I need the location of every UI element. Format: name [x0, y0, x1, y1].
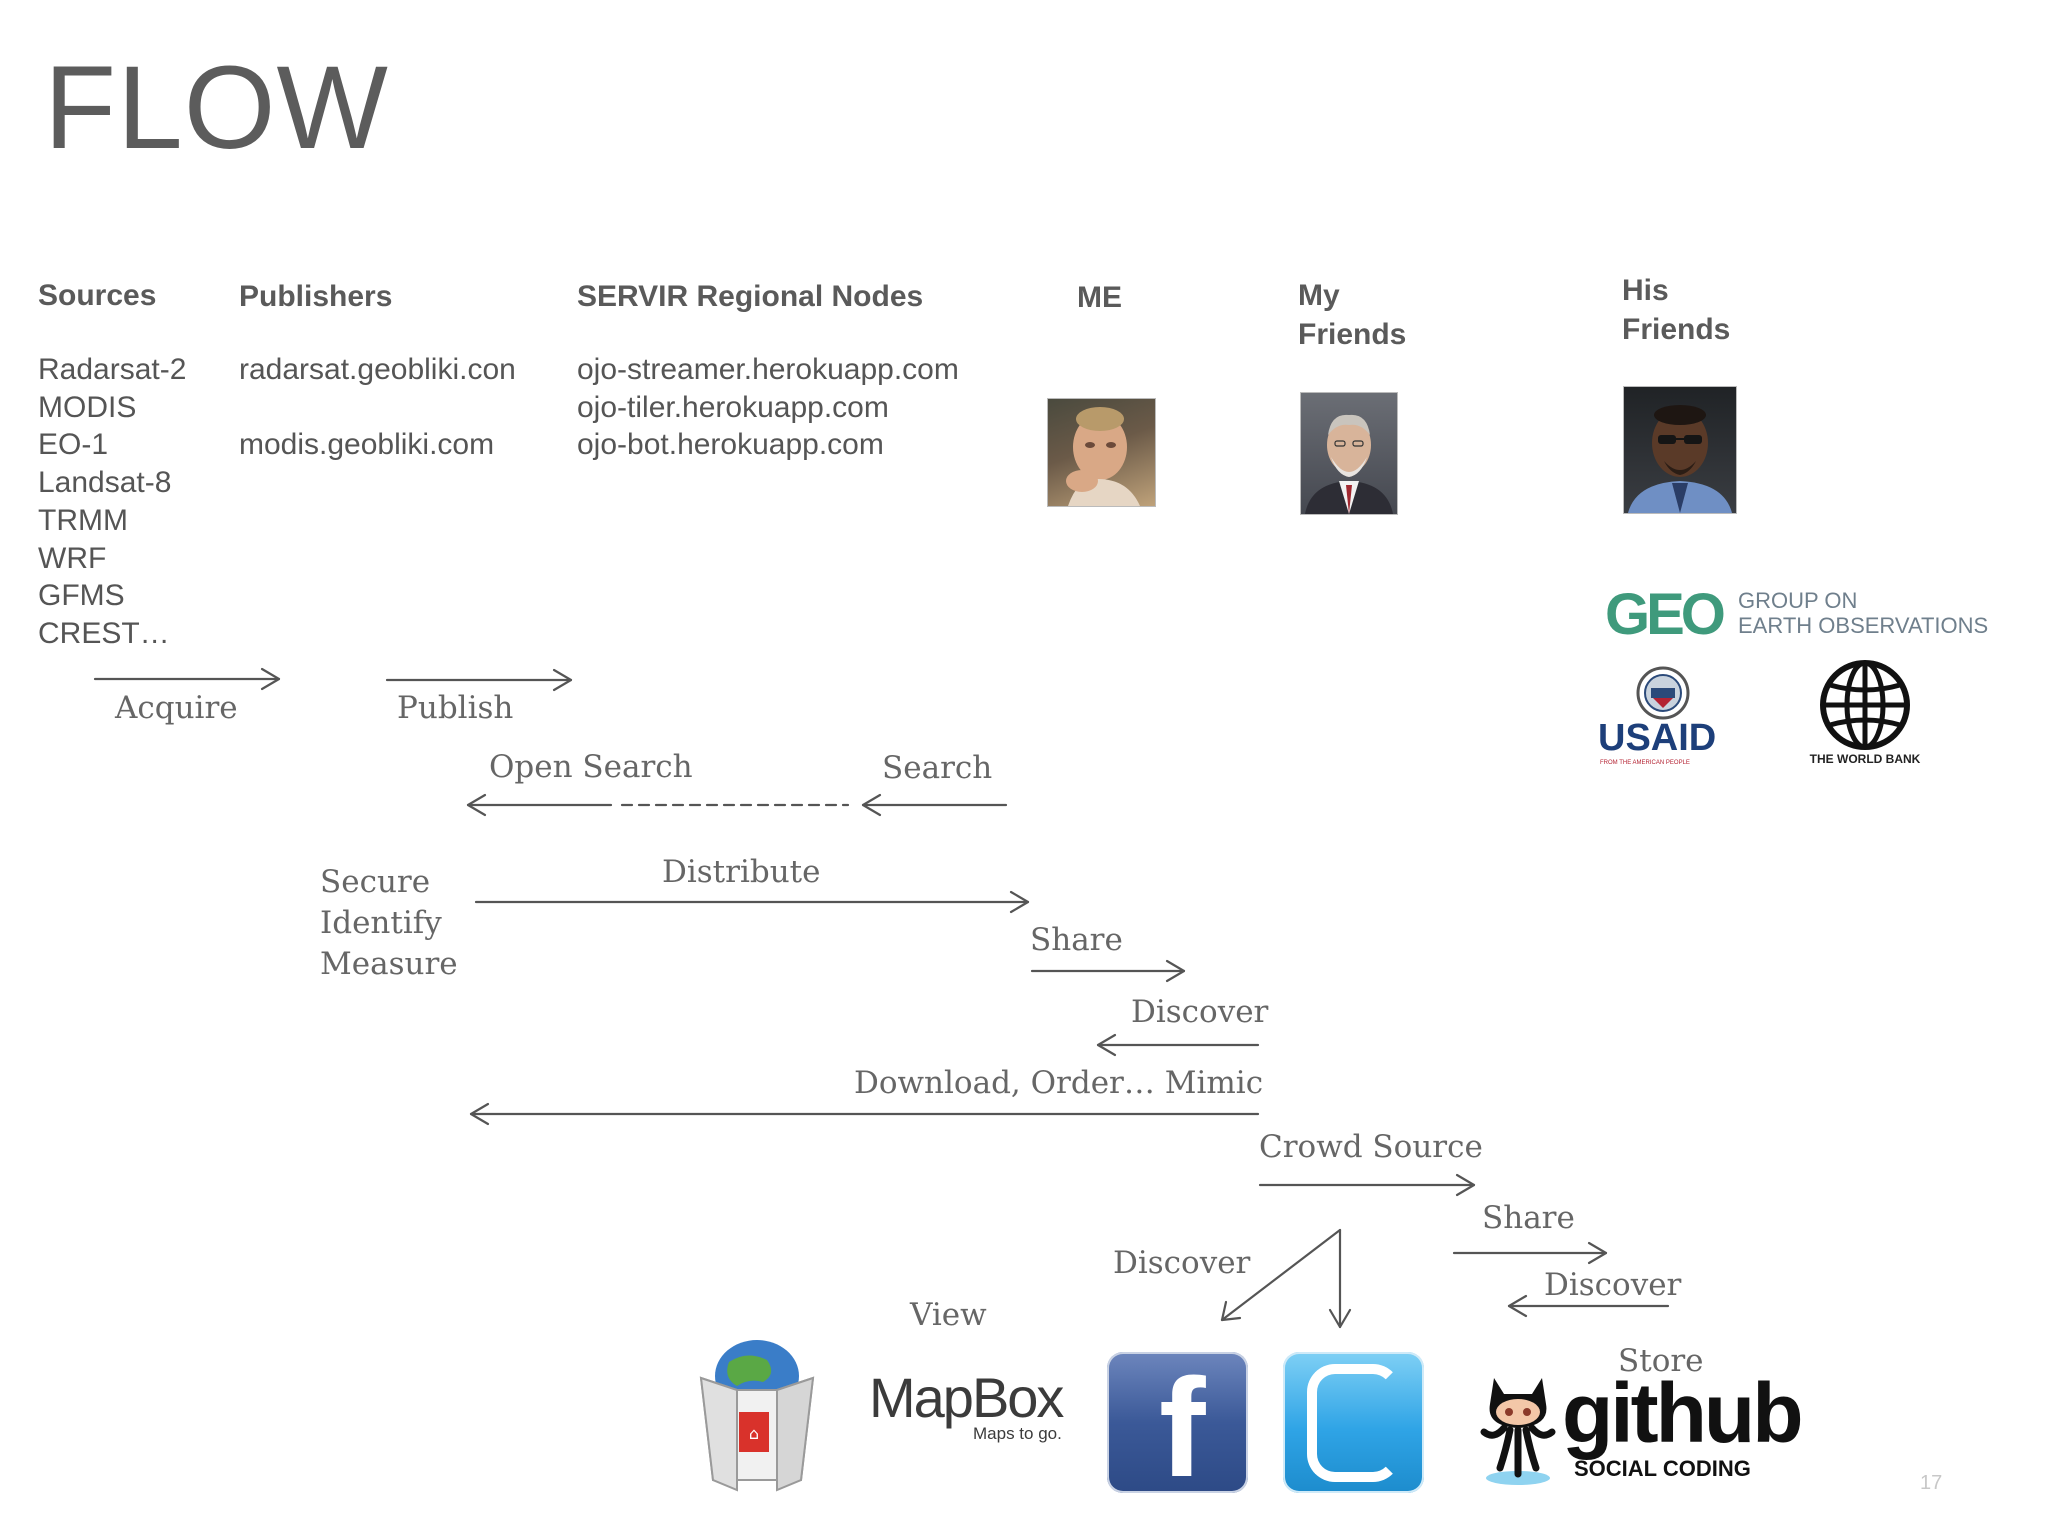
share-label-2: Share [1482, 1200, 1575, 1236]
share-label-1: Share [1030, 922, 1123, 958]
his-friends-header: His Friends [1622, 271, 1730, 349]
takeout-box-globe-icon: ⌂ [677, 1330, 837, 1494]
facebook-icon-letter: f [1159, 1349, 1206, 1506]
github-logo: github SOCIAL CODING [1474, 1370, 1804, 1490]
discover-label-1: Discover [1131, 994, 1269, 1030]
download-order-label: Download, Order… Mimic [854, 1065, 1264, 1101]
distribute-label: Distribute [662, 854, 821, 890]
list-item: radarsat.geobliki.con [239, 353, 516, 386]
store-label: Store [1618, 1343, 1704, 1379]
discover-arrow-1 [1096, 1033, 1260, 1057]
world-bank-text: THE WORLD BANK [1809, 752, 1921, 766]
geo-text: GROUP ON EARTH OBSERVATIONS [1738, 588, 1988, 638]
servir-list: ojo-streamer.herokuapp.com ojo-tiler.her… [577, 351, 959, 464]
usaid-wordmark: USAID [1598, 717, 1717, 759]
publishers-list: radarsat.geobliki.con modis.geobliki.com [239, 351, 516, 464]
usaid-logo: USAID FROM THE AMERICAN PEOPLE [1598, 666, 1728, 766]
list-item: GFMS [38, 579, 125, 613]
his-friends-header-line1: His [1622, 274, 1669, 307]
facebook-icon: f [1107, 1352, 1248, 1498]
github-wordmark: github [1562, 1366, 1804, 1460]
discover-arrow-2 [1507, 1294, 1670, 1318]
svg-text:⌂: ⌂ [749, 1424, 759, 1443]
search-arrow [861, 793, 1008, 817]
list-item: TRMM [38, 503, 128, 537]
slide-title: FLOW [44, 42, 389, 174]
share-arrow-1 [1030, 959, 1186, 983]
twitter-icon: t [1283, 1352, 1424, 1493]
servir-header: SERVIR Regional Nodes [577, 280, 924, 313]
sources-header: Sources [38, 279, 157, 312]
list-item: ojo-bot.herokuapp.com [577, 428, 884, 462]
measure-label: Measure [320, 946, 458, 982]
usaid-tagline: FROM THE AMERICAN PEOPLE [1600, 760, 1690, 766]
download-arrow [469, 1102, 1260, 1126]
acquire-arrow [93, 667, 281, 691]
list-item: Landsat-8 [38, 466, 172, 500]
his-friends-header-line2: Friends [1622, 313, 1731, 346]
sources-list: Radarsat-2 MODIS EO-1 Landsat-8 TRMM WRF… [38, 351, 186, 653]
publish-label: Publish [397, 690, 514, 726]
mapbox-wordmark: MapBox [869, 1366, 1064, 1429]
share-arrow-2 [1452, 1241, 1608, 1265]
list-item: ojo-tiler.herokuapp.com [577, 390, 889, 424]
world-bank-logo: THE WORLD BANK [1808, 660, 1922, 766]
my-friends-header: My Friends [1298, 276, 1406, 354]
crowd-source-arrow [1258, 1173, 1476, 1197]
list-item: WRF [38, 541, 107, 575]
crowd-source-label: Crowd Source [1259, 1129, 1483, 1165]
twitter-icon-shape [1307, 1364, 1401, 1482]
list-item: Radarsat-2 [38, 353, 187, 386]
identify-label: Identify [320, 905, 442, 941]
geo-text-line2: EARTH OBSERVATIONS [1738, 613, 1989, 638]
open-search-label: Open Search [489, 749, 693, 785]
octocat-icon [1480, 1378, 1556, 1485]
mapbox-logo: MapBox Maps to go. [869, 1368, 1089, 1448]
geo-text-line1: GROUP ON [1738, 588, 1858, 613]
discover-label-3: Discover [1113, 1245, 1251, 1281]
acquire-label: Acquire [115, 690, 238, 726]
list-item: MODIS [38, 390, 137, 424]
secure-label: Secure [320, 864, 431, 900]
github-tagline: SOCIAL CODING [1574, 1456, 1751, 1481]
usaid-seal-icon [1636, 666, 1690, 720]
geo-mark: GEO [1605, 582, 1726, 647]
list-item: CREST… [38, 616, 170, 650]
publish-arrow [385, 668, 573, 692]
discover-fork-arrows [1220, 1228, 1352, 1329]
list-item: EO-1 [38, 428, 109, 462]
page-number: 17 [1920, 1472, 1943, 1494]
mapbox-tagline: Maps to go. [973, 1424, 1062, 1443]
view-label: View [910, 1297, 987, 1333]
his-friend-photo [1623, 386, 1737, 514]
world-bank-globe-icon [1820, 660, 1910, 750]
my-friends-header-line2: Friends [1298, 318, 1407, 351]
me-header: ME [1077, 281, 1122, 314]
list-item: ojo-streamer.herokuapp.com [577, 353, 959, 386]
me-photo [1047, 398, 1156, 507]
geo-logo: GEO GROUP ON EARTH OBSERVATIONS [1605, 582, 1988, 652]
distribute-arrow [474, 890, 1030, 914]
my-friends-header-line1: My [1298, 279, 1340, 312]
search-label: Search [882, 750, 993, 786]
list-item: modis.geobliki.com [239, 428, 495, 462]
publishers-header: Publishers [239, 280, 393, 313]
open-search-arrow [466, 793, 613, 817]
my-friend-photo [1300, 392, 1398, 515]
discover-label-2: Discover [1544, 1267, 1682, 1303]
